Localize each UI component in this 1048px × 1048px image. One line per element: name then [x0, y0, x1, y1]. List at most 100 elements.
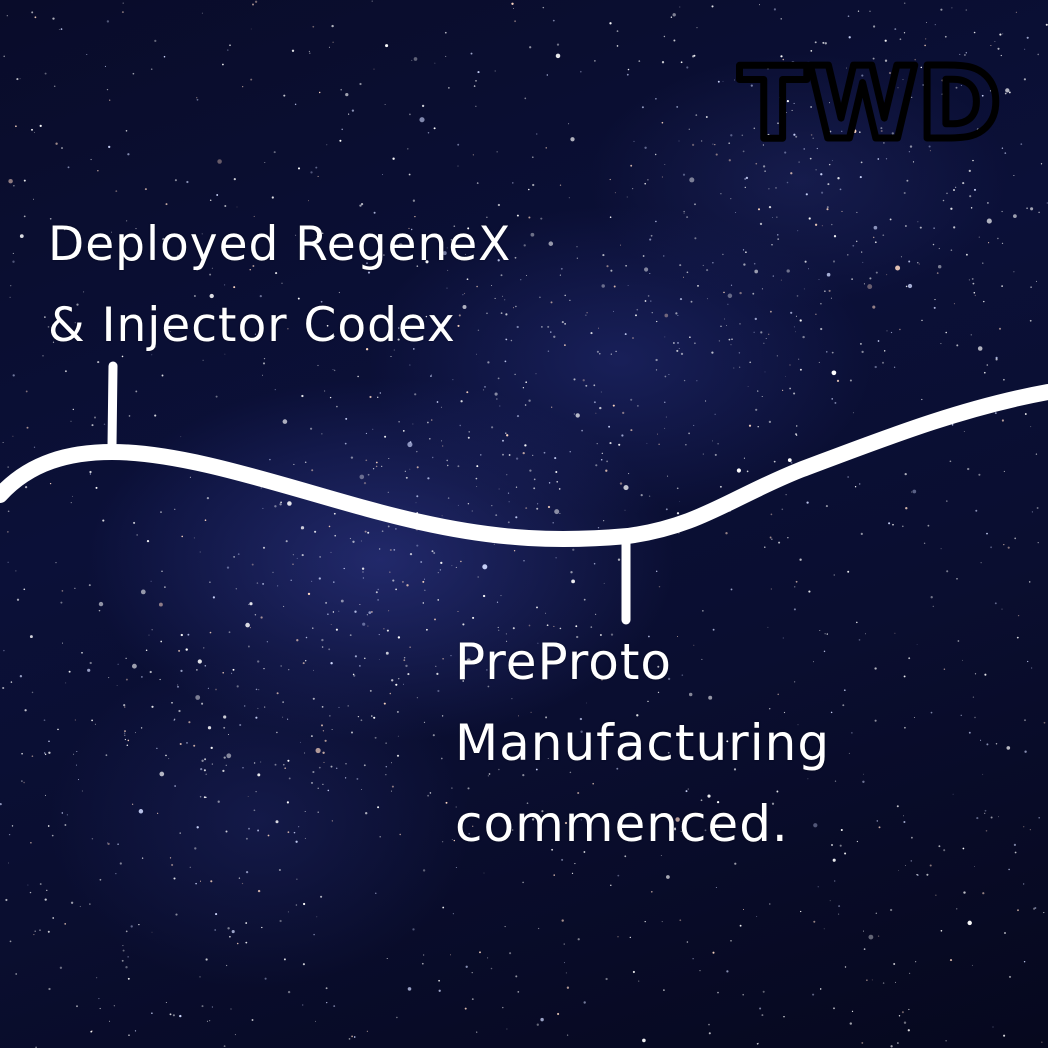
star: [437, 599, 440, 601]
star: [282, 716, 284, 718]
star: [976, 128, 979, 131]
star: [890, 1045, 893, 1048]
star: [530, 711, 532, 714]
star: [782, 58, 785, 61]
star: [233, 556, 235, 558]
star: [204, 665, 207, 667]
star: [785, 376, 786, 377]
star: [89, 903, 91, 905]
star: [5, 898, 8, 902]
star: [677, 315, 679, 317]
star: [174, 508, 176, 510]
star: [395, 683, 398, 686]
star: [453, 225, 456, 228]
star: [973, 292, 976, 294]
star: [305, 636, 308, 639]
star: [972, 696, 975, 698]
star: [916, 873, 918, 876]
star: [1023, 883, 1025, 885]
star: [803, 148, 805, 150]
star: [425, 260, 429, 264]
star: [686, 216, 689, 219]
star: [995, 743, 998, 745]
star: [955, 186, 957, 188]
star: [262, 362, 266, 365]
star: [545, 147, 547, 149]
star: [149, 670, 152, 674]
star: [772, 217, 774, 219]
star: [321, 724, 323, 727]
star: [127, 153, 130, 156]
star: [649, 272, 651, 275]
star: [136, 534, 138, 536]
star: [124, 706, 126, 708]
star: [749, 361, 752, 364]
star: [685, 444, 687, 446]
star: [576, 635, 579, 639]
star: [235, 588, 237, 590]
star: [302, 662, 305, 665]
star: [10, 285, 12, 287]
star: [431, 550, 434, 553]
star: [206, 496, 210, 500]
star: [295, 234, 297, 236]
star: [970, 207, 973, 209]
star: [1005, 88, 1010, 93]
star: [466, 278, 469, 281]
star: [413, 348, 415, 350]
star: [471, 998, 474, 1000]
star: [585, 384, 588, 387]
star: [933, 227, 935, 229]
star: [116, 684, 118, 686]
star: [406, 584, 409, 587]
star: [515, 486, 518, 488]
star: [716, 800, 720, 804]
star: [555, 470, 558, 474]
star: [514, 20, 517, 23]
star: [595, 412, 597, 414]
star: [277, 585, 279, 587]
star: [664, 336, 666, 338]
star: [978, 236, 980, 238]
star: [907, 283, 913, 289]
star: [224, 353, 226, 355]
star: [798, 66, 802, 69]
star: [373, 68, 375, 70]
star: [679, 6, 681, 8]
star: [174, 179, 177, 182]
star: [617, 874, 620, 877]
star: [673, 342, 675, 344]
star: [522, 881, 524, 884]
star: [437, 689, 440, 693]
star: [717, 80, 720, 83]
star: [787, 458, 792, 462]
star: [209, 273, 212, 276]
star: [757, 390, 759, 392]
star: [169, 331, 171, 333]
star: [362, 577, 365, 579]
star: [862, 780, 865, 783]
star: [482, 389, 485, 391]
star: [837, 177, 840, 180]
star: [151, 354, 153, 356]
star: [439, 569, 442, 571]
star: [442, 251, 447, 256]
star: [160, 511, 162, 513]
star: [770, 588, 772, 590]
star: [859, 131, 861, 133]
star: [960, 85, 962, 86]
star: [1043, 912, 1045, 914]
star: [288, 777, 291, 780]
star: [279, 919, 282, 923]
star: [259, 294, 262, 298]
star: [99, 878, 102, 881]
star: [23, 588, 26, 591]
star: [940, 8, 943, 11]
star: [475, 80, 477, 82]
star: [878, 826, 881, 829]
star: [762, 165, 766, 168]
star: [871, 979, 873, 981]
star: [497, 259, 500, 262]
star: [453, 839, 455, 842]
star: [706, 298, 708, 300]
